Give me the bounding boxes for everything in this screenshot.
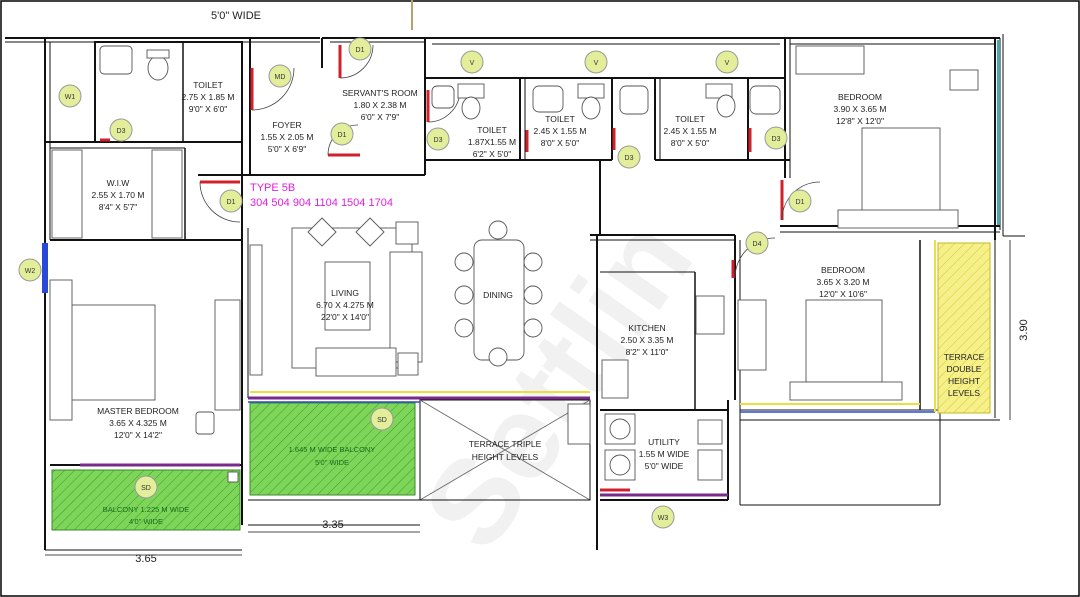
kitchen-name: KITCHEN xyxy=(628,323,665,333)
master-size-ft: 12'0" X 14'2" xyxy=(114,430,162,440)
toilet1-size-m: 2.75 X 1.85 M xyxy=(182,92,235,102)
foyer-name: FOYER xyxy=(272,120,301,130)
terrace-double-l4: LEVELS xyxy=(948,388,980,398)
master-size-m: 3.65 X 4.325 M xyxy=(109,418,167,428)
wiw-size-ft: 8'4" X 5'7" xyxy=(99,202,138,212)
tag-d3-toilet3: D3 xyxy=(625,155,634,162)
foyer-size-m: 1.55 X 2.05 M xyxy=(261,132,314,142)
toilet3-size-m: 2.45 X 1.55 M xyxy=(534,126,587,136)
dining-name: DINING xyxy=(483,290,513,300)
toilet4-size-ft: 8'0" X 5'0" xyxy=(671,138,710,148)
tag-d1-master: D1 xyxy=(227,199,236,206)
tag-sd-living: SD xyxy=(377,417,387,424)
tag-d4: D4 xyxy=(753,241,762,248)
furniture xyxy=(49,45,979,483)
utility-size-m: 1.55 M WIDE xyxy=(639,449,690,459)
tag-v2: V xyxy=(594,60,599,67)
master-name: MASTER BEDROOM xyxy=(97,406,179,416)
tag-md: MD xyxy=(275,74,286,81)
bedroom2-name: BEDROOM xyxy=(821,265,865,275)
walls xyxy=(5,34,1025,556)
tag-w2: W2 xyxy=(25,268,36,275)
toilet4-name: TOILET xyxy=(675,114,705,124)
tag-w3: W3 xyxy=(658,515,669,522)
tags: W1 D3 MD D1 D1 V V V D3 D3 D3 D1 D1 D4 W… xyxy=(18,37,812,529)
kitchen-size-ft: 8'2" X 11'0" xyxy=(626,347,669,357)
foyer-size-ft: 5'0" X 6'9" xyxy=(268,144,307,154)
utility-name: UTILITY xyxy=(648,437,680,447)
kitchen-size-m: 2.50 X 3.35 M xyxy=(621,335,674,345)
living-size-m: 6.70 X 4.275 M xyxy=(316,300,374,310)
tag-d3: D3 xyxy=(117,128,126,135)
utility-size-ft: 5'0" WIDE xyxy=(645,461,684,471)
bedroom1-size-m: 3.90 X 3.65 M xyxy=(834,104,887,114)
toilet4-size-m: 2.45 X 1.55 M xyxy=(664,126,717,136)
dimension-bottom-left: 3.65 xyxy=(135,553,156,565)
balcony-master-l2: 4'0" WIDE xyxy=(129,517,163,526)
tag-d1-bedroom1: D1 xyxy=(796,199,805,206)
bedroom2-size-m: 3.65 X 3.20 M xyxy=(817,277,870,287)
room-labels: TOILET 2.75 X 1.85 M 9'0" X 6'0" FOYER 1… xyxy=(92,80,985,526)
servants-name: SERVANT'S ROOM xyxy=(342,88,417,98)
balcony-master-l1: BALCONY 1.225 M WIDE xyxy=(103,505,190,514)
living-size-ft: 22'0" X 14'0" xyxy=(321,312,369,322)
tag-w1: W1 xyxy=(65,94,76,101)
toilet1-name: TOILET xyxy=(193,80,223,90)
bedroom1-name: BEDROOM xyxy=(838,92,882,102)
unit-numbers: 304 504 904 1104 1504 1704 xyxy=(250,197,393,209)
windows xyxy=(42,40,999,497)
terrace-double xyxy=(937,242,991,414)
living-name: LIVING xyxy=(331,288,359,298)
bedroom2-size-ft: 12'0" X 10'6" xyxy=(819,289,867,299)
tag-d1-foyer: D1 xyxy=(338,132,347,139)
balcony-wide-l2: 5'0" WIDE xyxy=(315,458,349,467)
tag-v1: V xyxy=(470,60,475,67)
toilet2-size-ft: 6'2" X 5'0" xyxy=(473,149,512,159)
balcony-wide-l1: 1.645 M WIDE BALCONY xyxy=(289,445,376,454)
doors xyxy=(100,45,784,492)
tag-d3-toilet2: D3 xyxy=(434,137,443,144)
servants-size-m: 1.80 X 2.38 M xyxy=(354,100,407,110)
terrace-double-l2: DOUBLE xyxy=(947,364,982,374)
bedroom1-size-ft: 12'8" X 12'0" xyxy=(836,116,884,126)
terrace-double-l1: TERRACE xyxy=(944,352,985,362)
top-note: 5'0" WIDE xyxy=(211,10,261,22)
wiw-name: W.I.W xyxy=(107,178,130,188)
tag-v3: V xyxy=(725,60,730,67)
terrace-triple-name: TERRACE TRIPLE xyxy=(469,439,542,449)
toilet1-size-ft: 9'0" X 6'0" xyxy=(189,104,228,114)
wiw-size-m: 2.55 X 1.70 M xyxy=(92,190,145,200)
dimension-bottom-mid: 3.35 xyxy=(322,519,343,531)
toilet3-size-ft: 8'0" X 5'0" xyxy=(541,138,580,148)
servants-size-ft: 6'0" X 7'9" xyxy=(361,112,400,122)
toilet2-size-m: 1.87X1.55 M xyxy=(468,137,516,147)
terrace-triple-note: HEIGHT LEVELS xyxy=(472,452,539,462)
tag-d1-servant: D1 xyxy=(356,47,365,54)
tag-d3-toilet4: D3 xyxy=(772,136,781,143)
dimension-right: 3.90 xyxy=(1018,319,1030,340)
terrace-double-l3: HEIGHT xyxy=(948,376,980,386)
toilet2-name: TOILET xyxy=(477,125,507,135)
toilet3-name: TOILET xyxy=(545,114,575,124)
tag-sd-master: SD xyxy=(141,485,151,492)
type-label: TYPE 5B xyxy=(250,182,295,194)
